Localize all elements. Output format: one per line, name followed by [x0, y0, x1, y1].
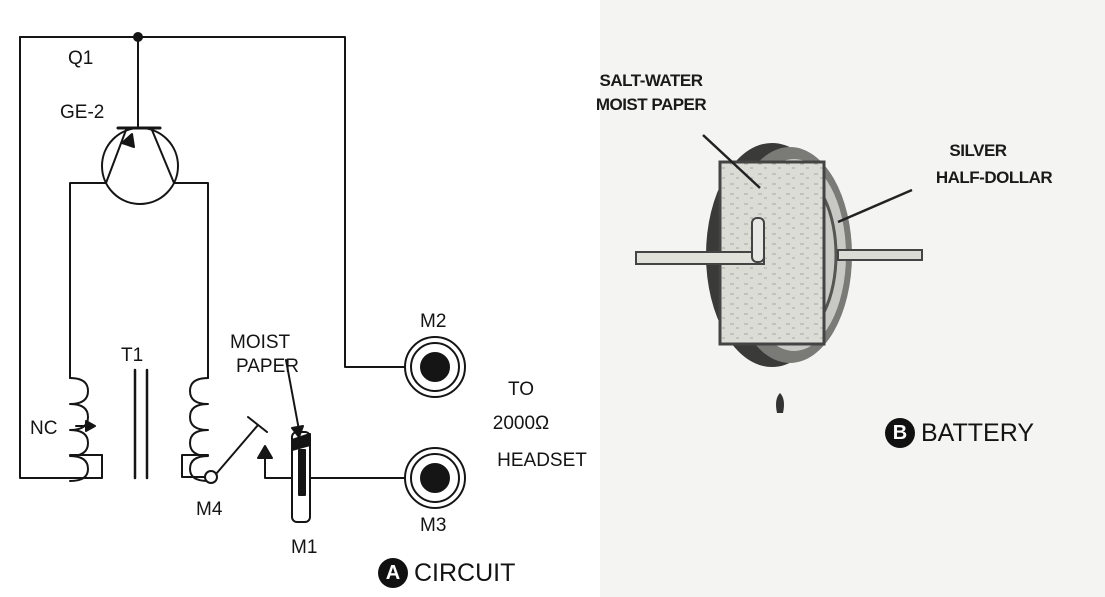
battery-panel-background [600, 0, 1105, 597]
jack-m2 [404, 336, 466, 398]
badge-b: B [885, 418, 915, 448]
label-half-dollar: HALF-DOLLAR [935, 168, 1053, 187]
label-paper: PAPER [236, 356, 300, 377]
label-salt-water: SALT-WATER [599, 71, 703, 90]
switch-m4 [204, 416, 268, 484]
label-moist-paper: MOIST PAPER [595, 95, 707, 114]
contact-m1 [257, 359, 406, 523]
label-moist: MOIST [230, 332, 291, 353]
jack-m3 [404, 447, 466, 509]
battery-illustration [635, 134, 923, 413]
label-to: TO [507, 379, 535, 400]
label-t1: T1 [121, 345, 144, 366]
label-m3: M3 [420, 515, 447, 536]
transistor-q1 [69, 36, 209, 379]
label-m1: M1 [291, 537, 318, 558]
label-silver: SILVER [949, 141, 1007, 160]
label-ohms: 2000Ω [492, 413, 550, 434]
label-q1: Q1 [68, 48, 94, 69]
caption-circuit-text: CIRCUIT [414, 558, 516, 587]
badge-a: A [378, 558, 408, 588]
wire-left-loop [19, 36, 103, 479]
caption-battery: B BATTERY [885, 418, 1034, 448]
label-headset: HEADSET [497, 450, 587, 471]
wire-top-bus [19, 36, 406, 368]
caption-circuit: A CIRCUIT [378, 558, 515, 588]
transformer-t1 [69, 368, 209, 482]
label-ge2: GE-2 [60, 102, 105, 123]
label-nc: NC [30, 418, 58, 439]
caption-battery-text: BATTERY [921, 418, 1034, 447]
label-m2: M2 [420, 311, 447, 332]
label-m4: M4 [196, 499, 223, 520]
